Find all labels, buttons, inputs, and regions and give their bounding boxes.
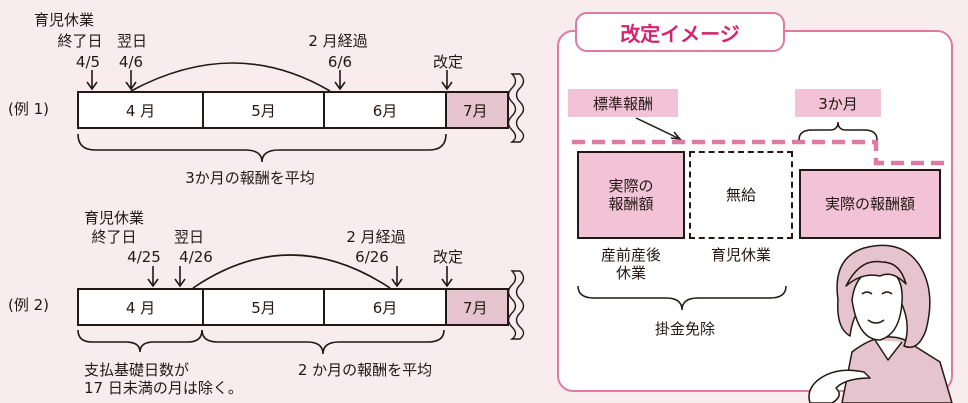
ex2-arc xyxy=(192,254,391,289)
childcare-leave-label: 育児休業 xyxy=(710,246,771,264)
three-months-label: 3か月 xyxy=(795,89,881,117)
ex2-average-note: 2 か月の報酬を平均 xyxy=(297,361,433,379)
three-months-brace xyxy=(798,121,878,141)
ex1-end-title: 育児休業 xyxy=(33,11,94,29)
panel-title: 改定イメージ xyxy=(575,12,785,52)
ex2-elapsed-arrow xyxy=(391,266,403,288)
woman-illustration xyxy=(808,244,953,403)
ex2-excluded-note-1: 支払基礎日数が xyxy=(84,361,190,379)
ex1-elapsed-date: 6/6 xyxy=(327,53,353,71)
ex1-next-label: 翌日 xyxy=(116,32,147,50)
ex2-brace-average xyxy=(201,329,445,355)
ex1-end-arrow xyxy=(86,70,98,91)
standard-pay-pointer xyxy=(635,117,681,140)
ex2-revision-label: 改定 xyxy=(432,248,463,266)
ex2-end-title: 育児休業 xyxy=(83,209,144,227)
ex1-elapsed-arrow xyxy=(334,70,346,91)
actual-pay-line-2: 報酬額 xyxy=(608,195,654,213)
standard-pay-label: 標準報酬 xyxy=(568,89,678,117)
standard-pay-line xyxy=(572,139,952,166)
actual-pay-full-box: 実際の報酬額 xyxy=(799,169,941,239)
maternity-leave-line-2: 休業 xyxy=(615,264,646,282)
actual-pay-line-1: 実際の xyxy=(608,177,654,195)
actual-pay-box: 実際の 報酬額 xyxy=(577,151,685,239)
ex2-revision-arrow xyxy=(441,266,453,288)
ex2-month-apr: 4 月 xyxy=(77,288,204,326)
ex1-average-note: 3か月の報酬を平均 xyxy=(185,169,315,187)
ex2-end-arrow xyxy=(147,266,159,288)
ex1-next-date: 4/6 xyxy=(118,53,144,71)
ex1-month-jul: 7月 xyxy=(445,91,509,129)
ex2-excluded-note-2: 17 日未満の月は除く。 xyxy=(84,379,243,397)
ex2-elapsed-label: 2 月経過 xyxy=(346,228,406,246)
unpaid-box: 無給 xyxy=(689,151,793,239)
ex2-month-may: 5月 xyxy=(202,288,325,326)
ex2-label: (例 2) xyxy=(8,296,50,314)
exemption-brace xyxy=(577,285,787,311)
ex2-month-jun: 6月 xyxy=(323,288,447,326)
ex1-label: (例 1) xyxy=(8,100,50,118)
maternity-leave-line-1: 産前産後 xyxy=(600,246,661,264)
ex1-revision-label: 改定 xyxy=(432,53,463,71)
ex2-brace-excluded xyxy=(77,329,203,353)
exemption-label: 掛金免除 xyxy=(654,320,715,338)
ex1-elapsed-label: 2 月経過 xyxy=(308,32,368,50)
maternity-leave-label: 産前産後 休業 xyxy=(583,244,679,284)
ex1-end-date: 4/5 xyxy=(75,53,101,71)
ex2-next-label: 翌日 xyxy=(173,228,204,246)
ex1-end-label: 終了日 xyxy=(57,32,103,50)
ex2-break xyxy=(507,270,525,340)
ex1-arc xyxy=(130,62,331,92)
ex1-revision-arrow xyxy=(441,70,453,91)
ex2-end-label: 終了日 xyxy=(91,228,137,246)
ex1-break xyxy=(507,73,525,143)
ex2-end-date: 4/25 xyxy=(127,248,161,266)
ex2-month-jul: 7月 xyxy=(445,288,509,326)
ex1-brace xyxy=(77,133,447,163)
ex1-month-apr: 4 月 xyxy=(77,91,204,129)
ex2-elapsed-date: 6/26 xyxy=(355,248,389,266)
ex1-next-arrow xyxy=(125,70,137,91)
ex2-next-arrow xyxy=(174,266,186,288)
ex2-next-date: 4/26 xyxy=(179,248,213,266)
